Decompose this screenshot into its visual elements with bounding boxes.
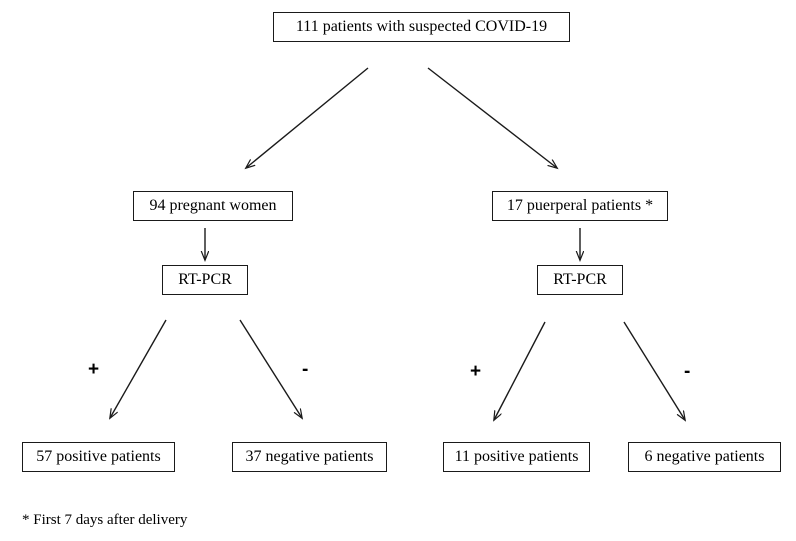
edge-rtpcr-left-to-positive [110,319,167,418]
node-label: 11 positive patients [454,448,579,465]
node-right-negative: 6 negative patients [628,442,781,472]
edge-label-right-minus: - [684,361,691,382]
node-left-positive: 57 positive patients [22,442,175,472]
node-pregnant: 94 pregnant women [133,191,293,221]
edge-label-left-minus: - [302,359,309,380]
node-label: 37 negative patients [245,448,374,465]
edge-rtpcr-left-to-negative [239,319,302,418]
edge-root-to-pregnant [246,67,369,168]
node-label: 94 pregnant women [149,197,277,214]
edge-root-to-puerperal [427,67,557,168]
node-rtpcr-right: RT-PCR [537,265,623,295]
edge-rtpcr-right-to-negative [623,321,685,420]
edge-label-left-plus: + [88,359,100,380]
node-label: RT-PCR [553,271,607,288]
node-label: 111 patients with suspected COVID-19 [295,18,548,35]
node-right-positive: 11 positive patients [443,442,590,472]
node-root: 111 patients with suspected COVID-19 [273,12,570,42]
footnote-text: * First 7 days after delivery [22,512,188,528]
node-label: RT-PCR [178,271,232,288]
node-puerperal: 17 puerperal patients * [492,191,668,221]
node-rtpcr-left: RT-PCR [162,265,248,295]
edge-label-right-plus: + [470,361,482,382]
node-label: 17 puerperal patients * [506,197,654,214]
edge-rtpcr-right-to-positive [494,321,546,420]
edge-layer [110,67,685,420]
node-label: 57 positive patients [36,448,161,465]
node-label: 6 negative patients [644,448,765,465]
node-left-negative: 37 negative patients [232,442,387,472]
